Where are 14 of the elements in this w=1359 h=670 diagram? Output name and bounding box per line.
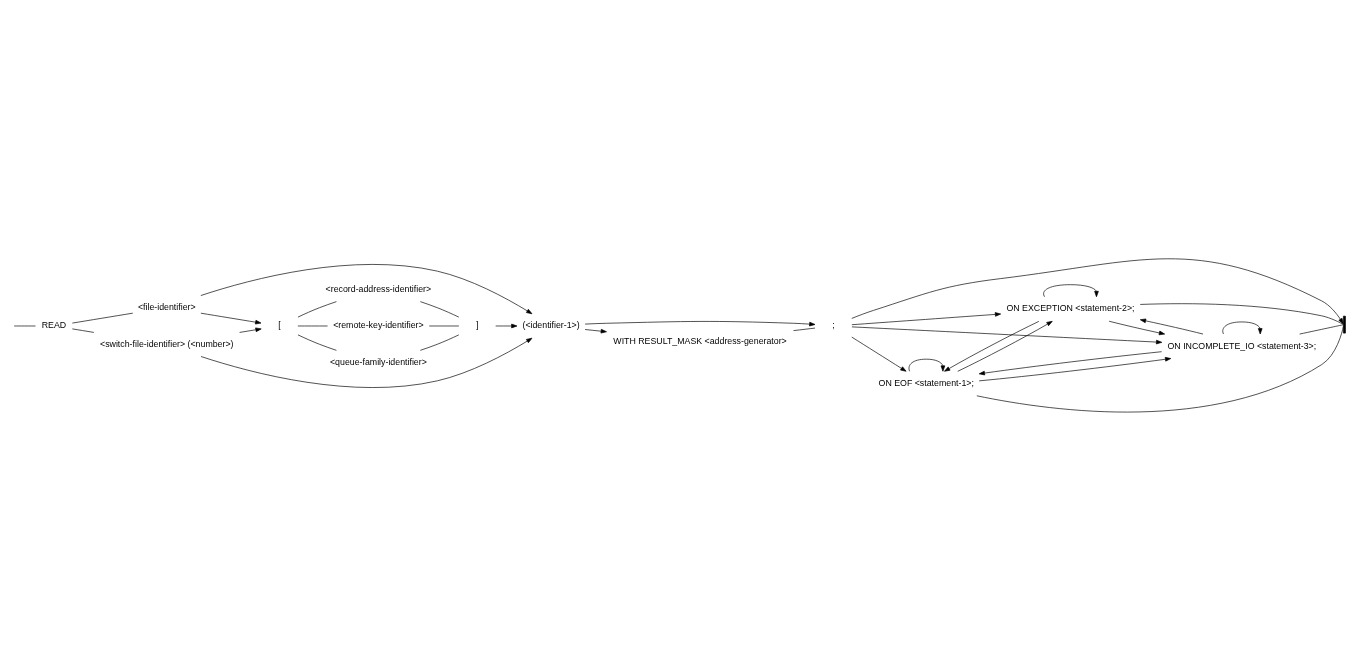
node-text: WITH RESULT_MASK <address-generator>	[613, 335, 787, 346]
node-text: ON EXCEPTION <statement-2>;	[1006, 302, 1135, 313]
node-text: <remote-key-identifier>	[333, 319, 424, 330]
node-text: ]	[476, 319, 479, 330]
node-text: [	[278, 319, 281, 330]
node-text: ON EOF <statement-1>;	[878, 377, 974, 388]
node-text: <queue-family-identifier>	[329, 356, 427, 367]
node-text: <switch-file-identifier> (<number>)	[100, 338, 234, 349]
node-text: <file-identifier>	[137, 301, 196, 312]
node-text: READ	[41, 319, 67, 330]
node-text: <record-address-identifier>	[325, 283, 432, 294]
node-text: ON INCOMPLETE_IO <statement-3>;	[1167, 340, 1317, 351]
node-text: (<identifier-1>)	[522, 319, 580, 330]
node-text: ;	[832, 319, 835, 330]
